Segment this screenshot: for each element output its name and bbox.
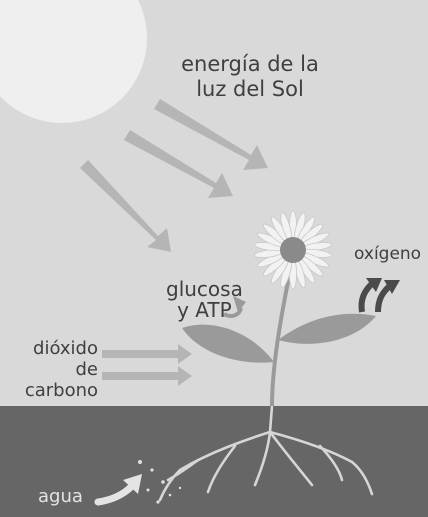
flower-center [280, 237, 306, 263]
water-droplet [168, 493, 172, 497]
water-label: agua [38, 486, 83, 507]
leaf-right [278, 313, 376, 344]
oxygen-arrowhead [384, 280, 400, 294]
carbon-dioxide-label: dióxido de carbono [22, 338, 98, 401]
oxygen-label: oxígeno [354, 244, 422, 264]
leaf-left [182, 324, 274, 363]
glucose-label-line: y ATP [177, 298, 232, 322]
root [268, 430, 354, 464]
sunlight-arrow [80, 160, 171, 252]
co2-label-line: de [75, 359, 99, 380]
sunlight-label: energía de la luz del Sol [160, 52, 340, 102]
root [350, 460, 374, 496]
oxygen-arrowhead [366, 278, 382, 292]
co2-arrow [102, 366, 192, 386]
sunlight-arrow [124, 130, 233, 198]
root [318, 444, 344, 482]
flower-petals [253, 210, 333, 290]
soil [0, 406, 428, 517]
roots [158, 404, 374, 502]
co2-arrows [102, 344, 192, 386]
root [253, 430, 272, 487]
water-droplet [156, 500, 160, 504]
glucose-label-line: glucosa [166, 277, 243, 301]
root [178, 430, 272, 472]
water-droplet [161, 480, 165, 484]
sunlight-arrow [154, 99, 268, 170]
root [268, 404, 274, 434]
stem [270, 261, 294, 407]
sunlight-arrows [80, 99, 268, 252]
co2-label-line: dióxido [33, 338, 98, 359]
water-droplet [178, 486, 182, 490]
glucose-arrow [223, 307, 243, 318]
glucose-label: glucosa y ATP [166, 279, 243, 321]
water-arrow [94, 482, 136, 506]
co2-label-line: carbono [24, 380, 98, 401]
water-arrowhead [123, 474, 142, 494]
sun [0, 0, 147, 123]
root [268, 430, 314, 487]
root [158, 468, 182, 502]
glucose-arrowhead [233, 296, 246, 312]
sunlight-label-line: luz del Sol [196, 77, 304, 101]
water-droplet [150, 468, 154, 472]
water-droplet [146, 488, 150, 492]
root [206, 444, 237, 494]
sunlight-label-line: energía de la [181, 52, 319, 76]
co2-arrow [102, 344, 192, 364]
water-droplet [138, 460, 142, 464]
root [166, 458, 200, 482]
